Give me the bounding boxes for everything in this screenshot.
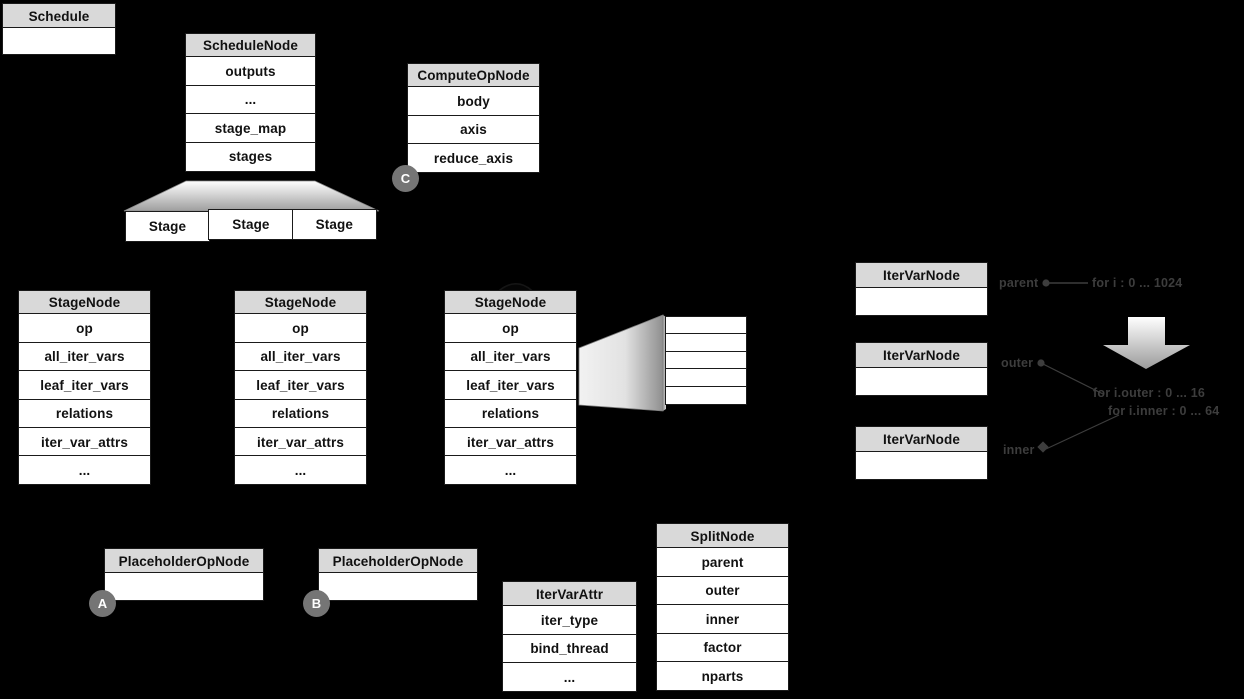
splitnode-header: SplitNode: [656, 523, 789, 549]
stagenode-a-field-relations: relations: [18, 398, 151, 429]
splitnode-field-outer: outer: [656, 575, 789, 606]
stagenode-a-field-leaf-iter-vars: leaf_iter_vars: [18, 370, 151, 401]
splitnode-field-parent: parent: [656, 547, 789, 578]
splitnode-field-inner: inner: [656, 604, 789, 635]
itervarnode-box-parent[interactable]: IterVarNode: [855, 262, 988, 317]
stages-expand-trapezoid: [123, 180, 380, 212]
stagenode-a-field-all-iter-vars: all_iter_vars: [18, 341, 151, 372]
itervarattr-field-bind-thread: bind_thread: [502, 633, 637, 664]
schedulenode-field-stages: stages: [185, 141, 316, 172]
itervarnode-inner-body: [855, 451, 988, 481]
schedule-body: [2, 27, 116, 56]
schedulenode-field-ellipsis: ...: [185, 84, 316, 115]
stagenode-a-header: StageNode: [18, 290, 151, 315]
split-down-arrow: [1103, 317, 1190, 369]
stagenode-c-field-op: op: [444, 313, 577, 344]
itervarnode-box-inner[interactable]: IterVarNode: [855, 426, 988, 481]
placeholderopnode-b-body: [318, 572, 478, 602]
stagenode-a-field-op: op: [18, 313, 151, 344]
splitnode-field-nparts: nparts: [656, 661, 789, 692]
stagenode-c-field-ellipsis: ...: [444, 455, 577, 486]
relations-expand-fan: [578, 314, 664, 412]
parent-connector-dot: [1042, 279, 1050, 287]
badge-a[interactable]: A: [89, 590, 116, 617]
stagenode-b-field-leaf-iter-vars: leaf_iter_vars: [234, 370, 367, 401]
itervarnode-outer-header: IterVarNode: [855, 342, 988, 369]
placeholderopnode-box-b[interactable]: PlaceholderOpNode: [318, 548, 478, 602]
stagenode-b-field-all-iter-vars: all_iter_vars: [234, 341, 367, 372]
placeholderopnode-box-a[interactable]: PlaceholderOpNode: [104, 548, 264, 602]
label-outer: outer: [1001, 356, 1034, 370]
relation-list: [665, 316, 747, 405]
stagenode-c-field-relations: relations: [444, 398, 577, 429]
stagenode-b-field-ellipsis: ...: [234, 455, 367, 486]
itervarnode-parent-header: IterVarNode: [855, 262, 988, 289]
placeholderopnode-a-header: PlaceholderOpNode: [104, 548, 264, 574]
stagenode-box-a[interactable]: StageNode op all_iter_vars leaf_iter_var…: [18, 290, 151, 486]
itervarattr-box[interactable]: IterVarAttr iter_type bind_thread ...: [502, 581, 637, 693]
stage-list: Stage Stage Stage: [125, 209, 379, 242]
relation-list-item[interactable]: [665, 350, 747, 370]
stagenode-box-b[interactable]: StageNode op all_iter_vars leaf_iter_var…: [234, 290, 367, 486]
computeopnode-header: ComputeOpNode: [407, 63, 540, 88]
placeholderopnode-a-body: [104, 572, 264, 602]
stagenode-a-field-ellipsis: ...: [18, 455, 151, 486]
relation-list-item[interactable]: [665, 385, 747, 405]
relation-list-item[interactable]: [665, 333, 747, 353]
stagenode-a-field-iter-var-attrs: iter_var_attrs: [18, 427, 151, 458]
stagenode-b-header: StageNode: [234, 290, 367, 315]
computeopnode-box[interactable]: ComputeOpNode body axis reduce_axis: [407, 63, 540, 174]
stage-cell[interactable]: Stage: [291, 209, 377, 241]
label-loop-outer: for i.outer : 0 ... 16: [1093, 386, 1206, 400]
stage-cell[interactable]: Stage: [125, 211, 210, 242]
computeopnode-field-reduce-axis: reduce_axis: [407, 143, 540, 174]
label-inner: inner: [1003, 443, 1035, 457]
itervarattr-header: IterVarAttr: [502, 581, 637, 607]
stagenode-c-field-iter-var-attrs: iter_var_attrs: [444, 427, 577, 458]
stagenode-c-header: StageNode: [444, 290, 577, 315]
label-parent: parent: [999, 276, 1039, 290]
splitnode-box[interactable]: SplitNode parent outer inner factor npar…: [656, 523, 789, 692]
schedulenode-field-stage-map: stage_map: [185, 113, 316, 144]
relation-list-item[interactable]: [665, 316, 747, 335]
schedule-node-box[interactable]: Schedule: [2, 3, 116, 56]
label-loop-parent: for i : 0 ... 1024: [1092, 276, 1183, 290]
badge-c[interactable]: C: [392, 165, 419, 192]
schedulenode-field-outputs: outputs: [185, 56, 316, 87]
itervarnode-box-outer[interactable]: IterVarNode: [855, 342, 988, 397]
splitnode-field-factor: factor: [656, 632, 789, 663]
outer-connector-dot: [1037, 359, 1045, 367]
itervarnode-parent-body: [855, 287, 988, 317]
stagenode-b-field-relations: relations: [234, 398, 367, 429]
itervarnode-inner-header: IterVarNode: [855, 426, 988, 453]
badge-b[interactable]: B: [303, 590, 330, 617]
computeopnode-field-axis: axis: [407, 114, 540, 145]
itervarattr-field-ellipsis: ...: [502, 662, 637, 693]
itervarattr-field-iter-type: iter_type: [502, 605, 637, 636]
schedulenode-header: ScheduleNode: [185, 33, 316, 58]
relation-list-item[interactable]: [665, 368, 747, 388]
schedule-header: Schedule: [2, 3, 116, 29]
inner-connector-line: [1045, 414, 1120, 450]
itervarnode-outer-body: [855, 367, 988, 397]
stage-cell[interactable]: Stage: [208, 209, 294, 241]
stagenode-box-c[interactable]: StageNode op all_iter_vars leaf_iter_var…: [444, 290, 577, 486]
stagenode-b-field-iter-var-attrs: iter_var_attrs: [234, 427, 367, 458]
inner-connector-dot: [1037, 441, 1049, 453]
stagenode-c-field-leaf-iter-vars: leaf_iter_vars: [444, 370, 577, 401]
placeholderopnode-b-header: PlaceholderOpNode: [318, 548, 478, 574]
stagenode-b-field-op: op: [234, 313, 367, 344]
computeopnode-field-body: body: [407, 86, 540, 117]
stagenode-c-field-all-iter-vars: all_iter_vars: [444, 341, 577, 372]
label-loop-inner: for i.inner : 0 ... 64: [1108, 404, 1220, 418]
schedulenode-box[interactable]: ScheduleNode outputs ... stage_map stage…: [185, 33, 316, 172]
